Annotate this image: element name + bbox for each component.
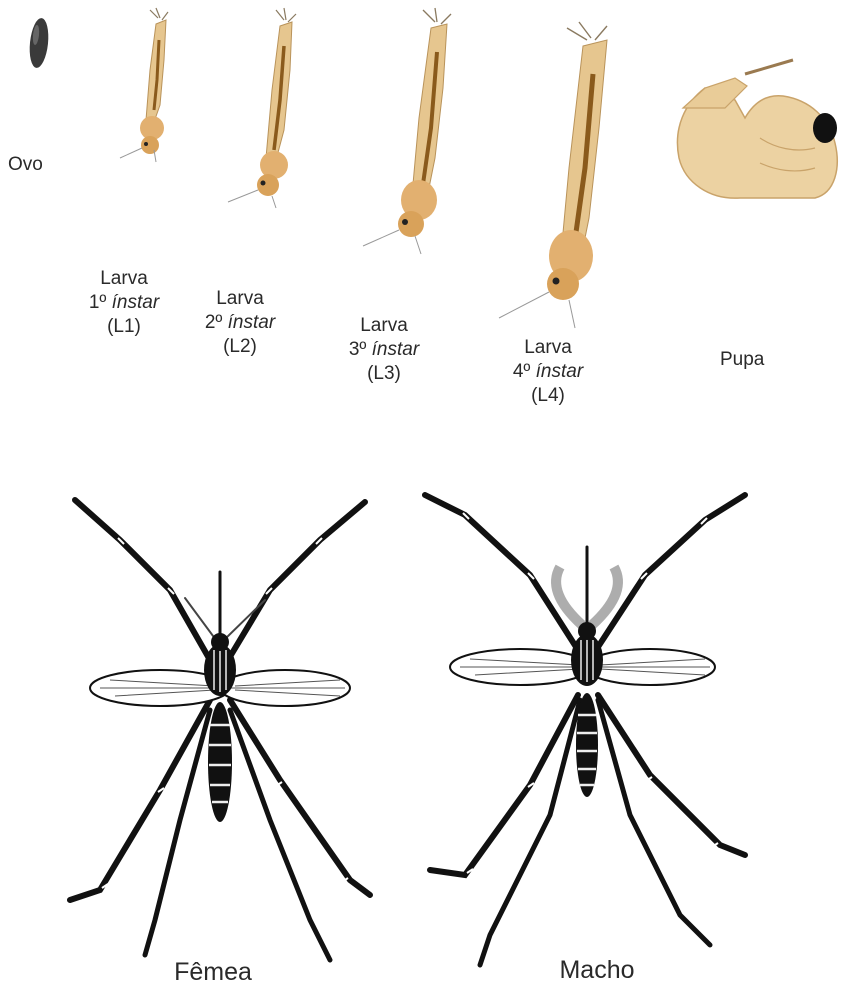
larva-l4-label: Larva 4º ínstar (L4) [508,336,588,408]
male-mosquito-illustration [420,495,750,965]
larva-l1-siphon-tufts [150,8,168,20]
larva-l3-illustration [355,8,475,258]
larva-l2-siphon-tufts [276,8,296,22]
female-mosquito-illustration [60,500,380,960]
larva-l1-illustration [110,10,190,170]
larva-l4-siphon-tufts [567,22,607,40]
female-label: Fêmea [168,958,258,987]
larva-l2-illustration [220,10,310,210]
larva-l4-illustration [495,18,635,338]
pupa-illustration [665,48,841,208]
egg-label: Ovo [8,153,43,177]
larva-l2-label: Larva 2º ínstar (L2) [200,287,280,359]
male-label: Macho [552,956,642,985]
larva-l3-siphon-tufts [423,8,451,24]
pupa-label: Pupa [720,348,764,372]
larva-l3-label: Larva 3º ínstar (L3) [344,314,424,386]
larva-l1-label: Larva 1º ínstar (L1) [84,267,164,339]
egg-illustration [22,10,62,80]
